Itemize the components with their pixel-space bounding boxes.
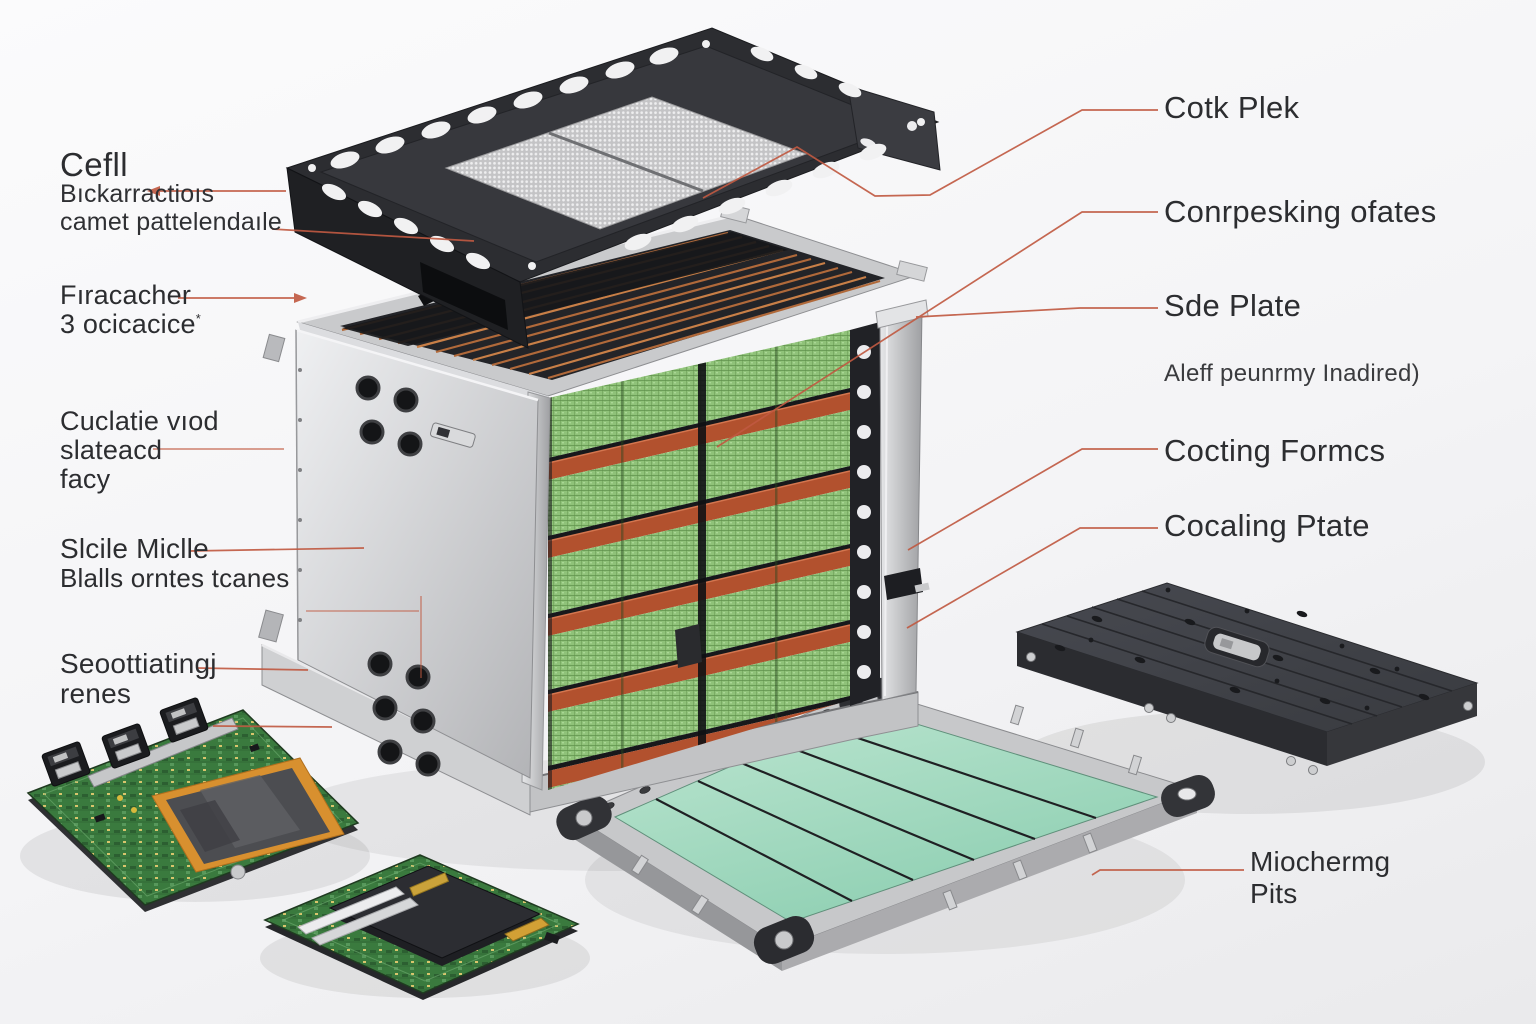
label-line: renes <box>60 678 132 710</box>
leader-line <box>702 109 1158 199</box>
arrow-left-icon <box>147 186 160 196</box>
plate-holes <box>1054 610 1430 705</box>
relay-component <box>159 697 209 743</box>
vent-strip <box>850 322 880 706</box>
end-post <box>875 299 930 701</box>
label-line: camet pattelendaıle <box>60 207 283 236</box>
leader-line <box>196 667 309 671</box>
label-line: Sde Plate <box>1164 288 1302 323</box>
relay-component <box>101 723 151 769</box>
arrow-right-icon <box>294 293 307 303</box>
label-line: Pits <box>1250 877 1298 909</box>
label-insulating-frame: Seoottiatingj renes <box>60 648 217 710</box>
side-plate-rivets <box>298 368 302 622</box>
leader-line <box>906 527 1158 629</box>
label-line: Blalls orntes tcanes <box>60 563 290 594</box>
base-latch <box>675 624 702 668</box>
label-line: Cocting Formcs <box>1164 433 1386 468</box>
label-line: Cocaling Ptate <box>1164 508 1370 543</box>
label-compression-plates: Conrpesking ofates <box>1164 196 1437 227</box>
busbar-deck <box>296 202 928 412</box>
tray-divider-lines <box>655 724 1097 902</box>
leader-lines <box>147 109 1244 876</box>
label-line: Miochermg <box>1250 846 1391 877</box>
pcb-main <box>26 697 360 912</box>
battery-module <box>258 202 930 816</box>
pcb-small <box>263 854 580 1000</box>
plate-pin-holes <box>1088 587 1400 711</box>
label-line: Cotk Plek <box>1164 90 1300 125</box>
cover-oval-holes <box>308 40 925 270</box>
label-line: Bıckarractioıs <box>60 180 215 208</box>
label-line: slateacd <box>60 435 163 466</box>
leader-line <box>907 448 1158 551</box>
label-superscript: * <box>195 311 202 327</box>
label-line: 3 ocicacice* <box>60 310 201 339</box>
label-mounting-pins: Miochermg Pits <box>1250 846 1390 910</box>
label-line: Conrpesking ofates <box>1164 194 1437 229</box>
side-plate-latch <box>429 422 476 448</box>
label-line: Seoottiatingj <box>60 648 217 679</box>
label-cover-plate: Cotk Plek <box>1164 92 1299 123</box>
label-line: Cuclatie vıod <box>60 406 219 436</box>
terminal-ports <box>355 375 441 777</box>
main-chip <box>151 757 345 873</box>
label-cooling-fins: Cocting Formcs <box>1164 435 1385 466</box>
plate-screws <box>1026 652 1473 775</box>
label-line: facy <box>60 464 111 495</box>
leader-line <box>212 725 333 728</box>
label-side-plate-note: Aleff peunrmy Inadired) <box>1164 362 1420 386</box>
label-bracket: Fıracacher 3 ocicacice* <box>60 280 201 339</box>
label-cooling-plate: Cocaling Ptate <box>1164 510 1370 541</box>
label-middle-plate: Slcile Miclle Blalls orntes tcanes <box>60 533 290 594</box>
label-line: Slcile Miclle <box>60 533 209 564</box>
leader-line <box>271 228 475 242</box>
cooling-plate-dark <box>1015 582 1479 775</box>
label-line: Fıracacher <box>60 280 192 310</box>
label-line: Aleff peunrmy Inadired) <box>1164 360 1420 387</box>
relay-component <box>41 741 91 787</box>
label-side-cover: Cuclatie vıod slateacd facy <box>60 406 219 495</box>
leader-line <box>1091 869 1244 876</box>
leader-line <box>306 596 422 678</box>
leader-line <box>915 307 1158 318</box>
leader-line <box>189 547 365 552</box>
label-side-plate: Sde Plate <box>1164 290 1301 321</box>
tray-clips <box>631 704 1143 916</box>
label-cell: Cefll Bıckarractioıs camet pattelendaıle <box>60 148 282 236</box>
label-text: 3 ocicacice <box>60 309 196 340</box>
top-cover-plate <box>285 27 941 349</box>
side-plate <box>258 328 539 779</box>
leader-line <box>716 211 1158 448</box>
plate-cutout <box>1204 626 1270 668</box>
label-heading: Cefll <box>60 146 129 183</box>
